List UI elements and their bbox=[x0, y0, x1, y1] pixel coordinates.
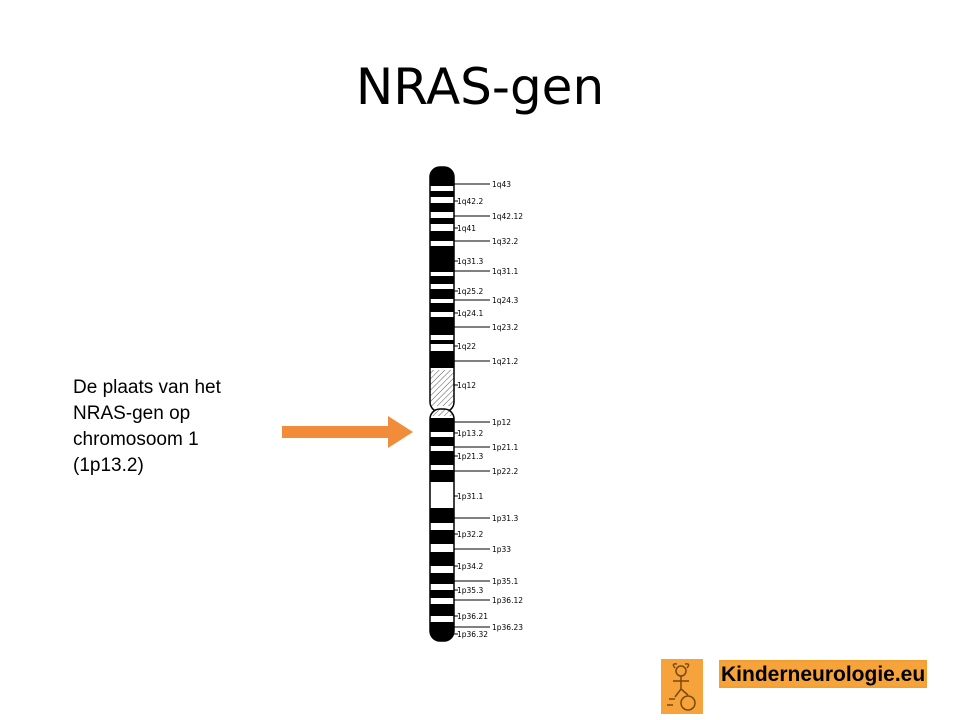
band-label: 1p36.21 bbox=[457, 612, 488, 621]
band-label: 1q21.2 bbox=[492, 357, 518, 366]
band-label: 1q32.2 bbox=[492, 237, 518, 246]
gene-location-description: De plaats van het NRAS-gen op chromosoom… bbox=[73, 375, 273, 479]
q-arm bbox=[430, 167, 454, 412]
band-label: 1p12 bbox=[492, 418, 511, 427]
band-label: 1p35.3 bbox=[457, 586, 483, 595]
band-label: 1q25.2 bbox=[457, 287, 483, 296]
band-label: 1q24.3 bbox=[492, 296, 518, 305]
band-label: 1q22 bbox=[457, 342, 476, 351]
pointer-arrow-icon bbox=[282, 416, 413, 448]
band-label: 1p31.3 bbox=[492, 514, 518, 523]
logo-text[interactable]: Kinderneurologie.eu bbox=[719, 660, 927, 688]
band-label: 1q43 bbox=[492, 180, 511, 189]
description-line-2: NRAS-gen op bbox=[73, 403, 191, 424]
band-label: 1q31.3 bbox=[457, 257, 483, 266]
band-label: 1q41 bbox=[457, 224, 476, 233]
description-line-4: (1p13.2) bbox=[73, 455, 144, 476]
band-label: 1p31.1 bbox=[457, 492, 483, 501]
band-label: 1q31.1 bbox=[492, 267, 518, 276]
band-label: 1q42.12 bbox=[492, 212, 523, 221]
band-label: 1q12 bbox=[457, 381, 476, 390]
band-label: 1q24.1 bbox=[457, 309, 483, 318]
band-label: 1p33 bbox=[492, 545, 511, 554]
logo-figure-icon bbox=[661, 659, 703, 714]
description-line-1: De plaats van het bbox=[73, 377, 221, 398]
band-tick-lines bbox=[454, 183, 490, 635]
band-label: 1q42.2 bbox=[457, 197, 483, 206]
band-label: 1p22.2 bbox=[492, 467, 518, 476]
description-line-3: chromosoom 1 bbox=[73, 429, 199, 450]
band-label: 1p13.2 bbox=[457, 429, 483, 438]
band-label: 1p36.32 bbox=[457, 630, 488, 639]
p-arm bbox=[430, 409, 454, 641]
band-label: 1p21.1 bbox=[492, 443, 518, 452]
page-title: NRAS-gen bbox=[355, 58, 605, 116]
band-label: 1p36.23 bbox=[492, 623, 523, 632]
band-label: 1p32.2 bbox=[457, 530, 483, 539]
band-label: 1p36.12 bbox=[492, 596, 523, 605]
band-label: 1p35.1 bbox=[492, 577, 518, 586]
band-label: 1p34.2 bbox=[457, 562, 483, 571]
band-label: 1q23.2 bbox=[492, 323, 518, 332]
band-label: 1p21.3 bbox=[457, 452, 483, 461]
